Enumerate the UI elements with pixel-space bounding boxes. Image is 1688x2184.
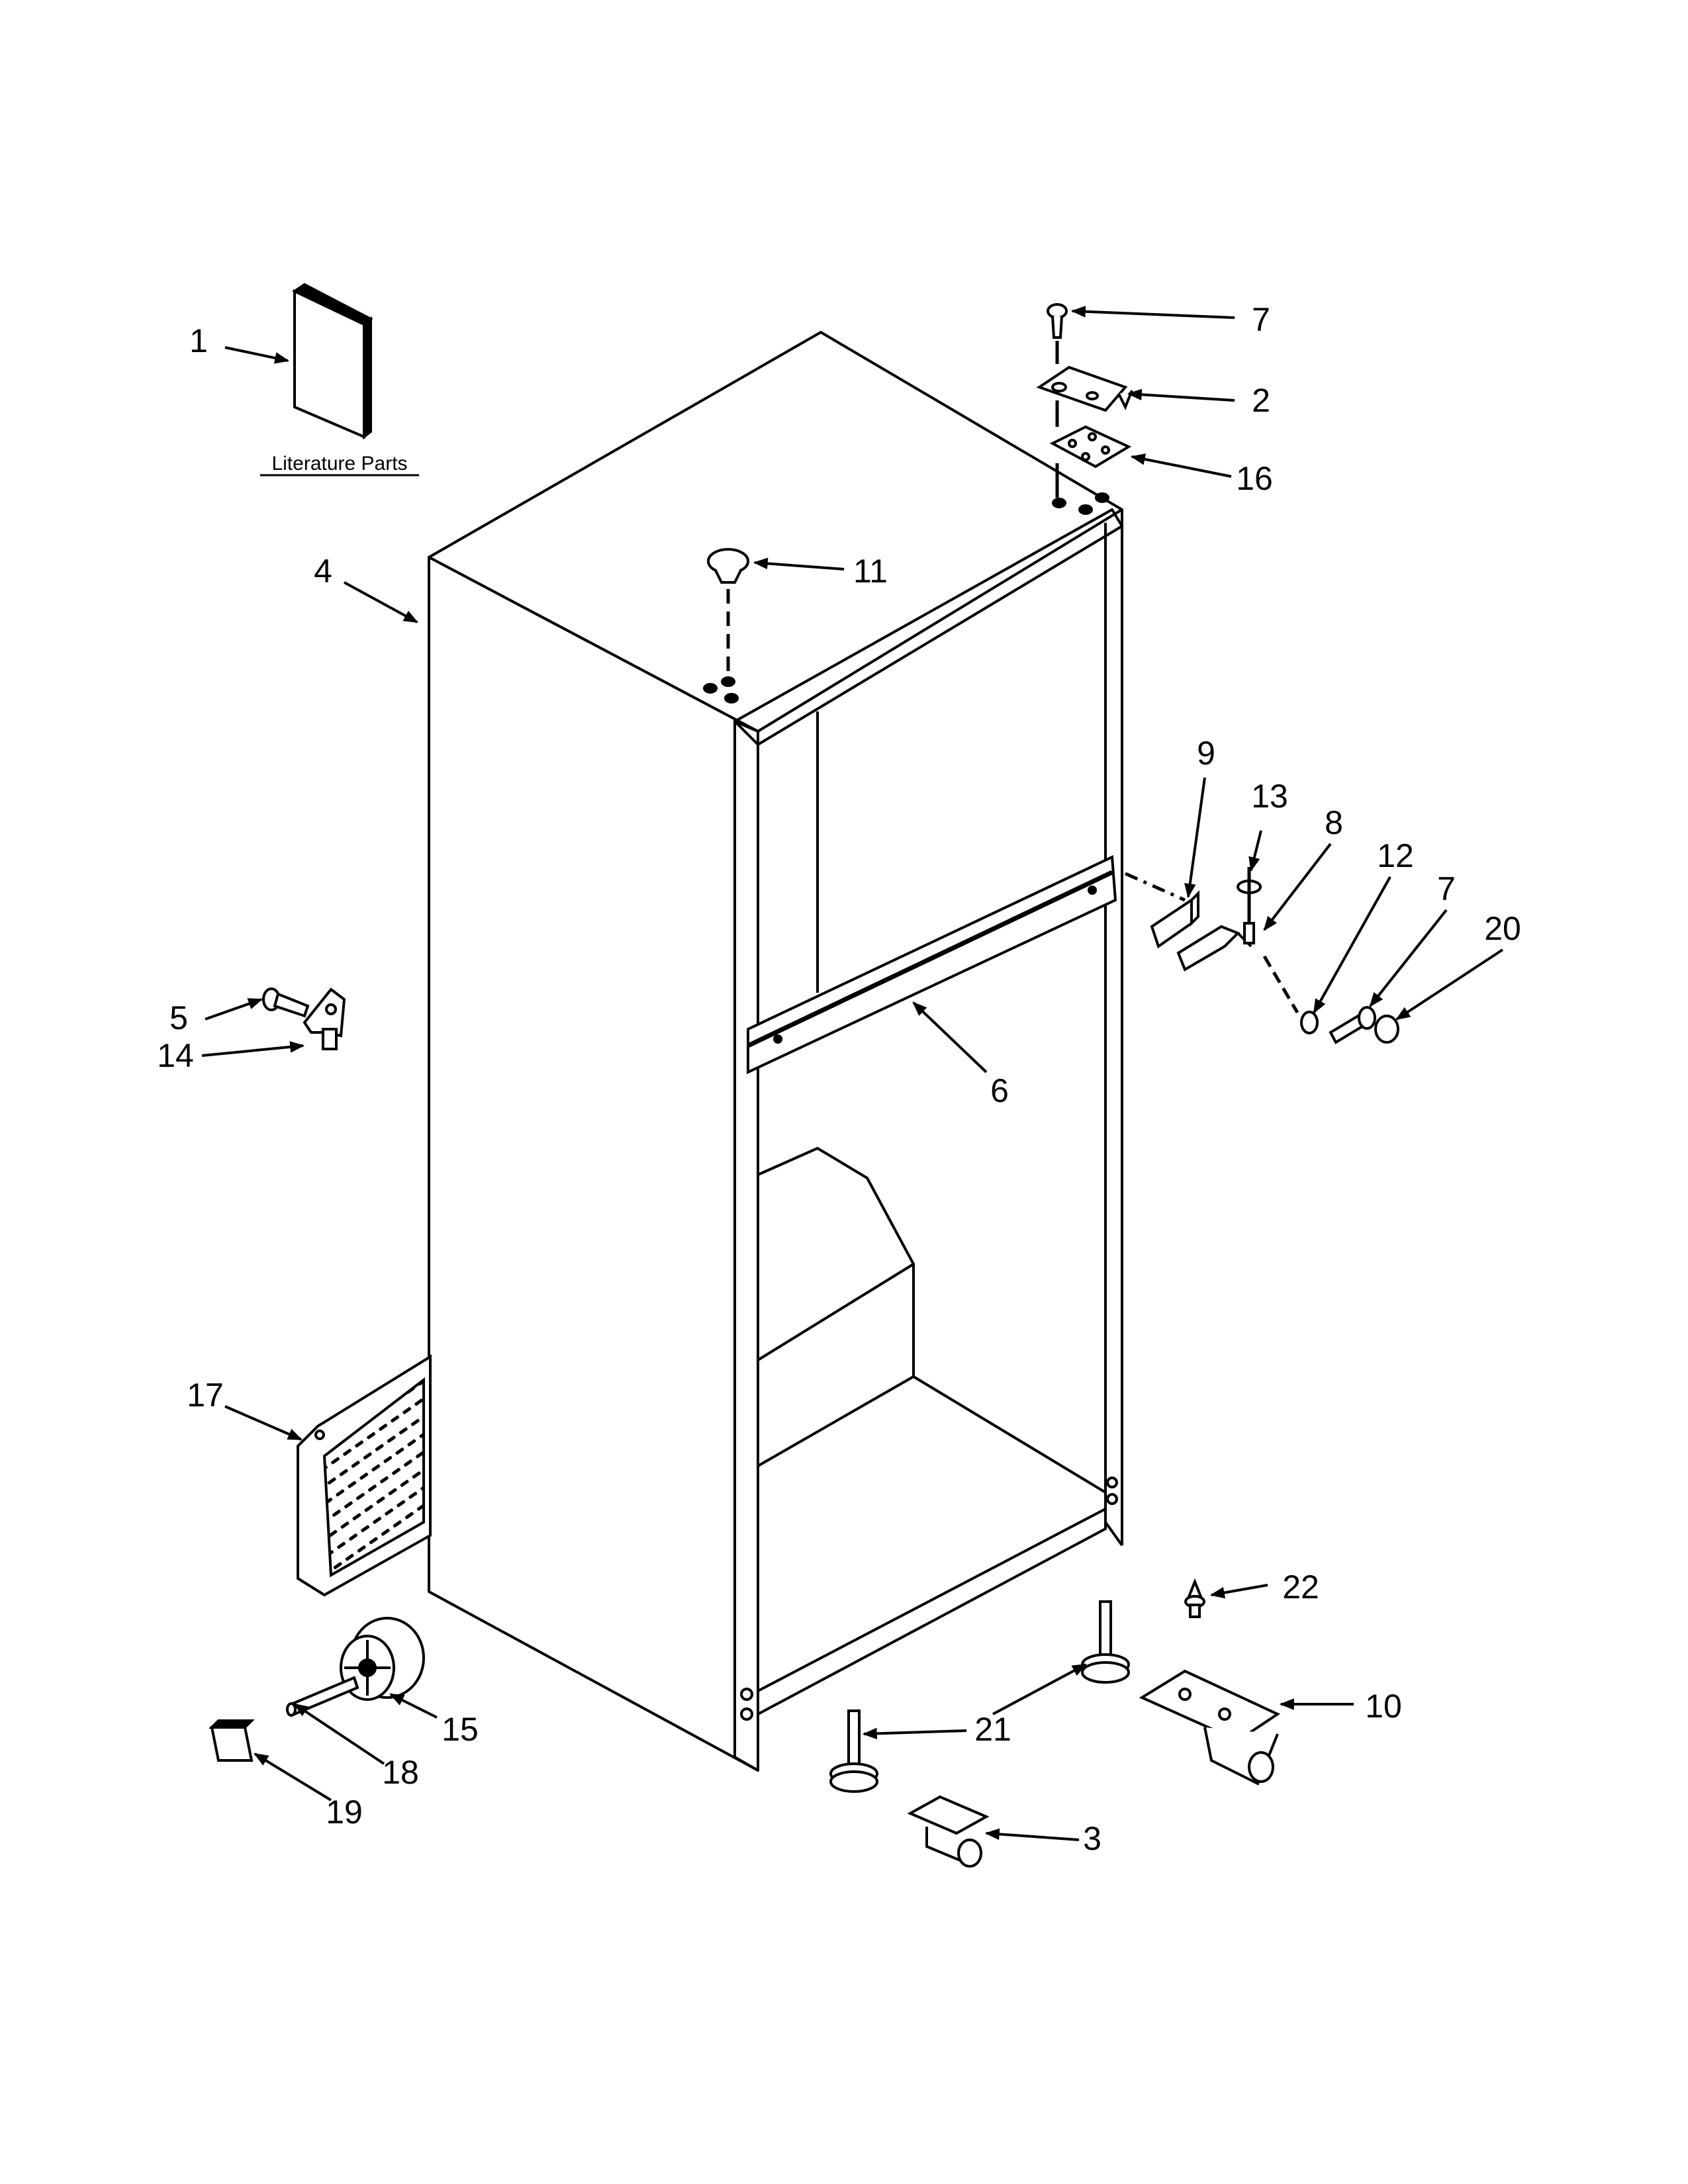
- callout-12: 12: [1377, 837, 1414, 874]
- center-crossbar: [748, 857, 1115, 1072]
- callout-leaders: [201, 306, 1504, 1841]
- callout-5: 5: [169, 999, 188, 1036]
- literature-parts-label: Literature Parts: [271, 453, 407, 475]
- callout-6: 6: [990, 1072, 1009, 1109]
- callout-19: 19: [326, 1794, 363, 1831]
- callout-1: 1: [189, 322, 208, 359]
- rear-access-panel: [298, 1357, 430, 1595]
- callout-16: 16: [1236, 460, 1273, 497]
- callout-7-center: 7: [1437, 870, 1456, 907]
- callout-4: 4: [314, 553, 332, 590]
- center-hinge-assembly: [1125, 867, 1398, 1042]
- cabinet-plug: [708, 549, 748, 678]
- cabinet: [429, 332, 1122, 1770]
- callout-17: 17: [187, 1377, 224, 1414]
- callout-10: 10: [1365, 1688, 1402, 1725]
- callout-8: 8: [1325, 804, 1343, 841]
- rear-roller: [212, 1618, 424, 1760]
- callout-22: 22: [1282, 1569, 1319, 1606]
- callout-15: 15: [442, 1711, 479, 1748]
- callout-21: 21: [974, 1711, 1011, 1748]
- top-hinge-assembly: [1039, 304, 1132, 498]
- callout-13: 13: [1251, 778, 1288, 815]
- callout-9: 9: [1197, 735, 1215, 772]
- callout-20: 20: [1484, 910, 1521, 947]
- callout-14: 14: [157, 1037, 194, 1074]
- callout-11: 11: [853, 553, 888, 590]
- callout-2: 2: [1252, 382, 1270, 419]
- literature-booklet: [295, 285, 371, 437]
- callout-7-top: 7: [1252, 301, 1270, 338]
- door-stop-bracket: [263, 989, 344, 1049]
- callout-3: 3: [1083, 1820, 1102, 1857]
- callout-numbers: 1 7 2 16 11 4 9 13 8 12 7 20 6 5 14 17 1…: [157, 301, 1521, 1857]
- callout-18: 18: [382, 1754, 419, 1791]
- front-levelers: [831, 1582, 1278, 1866]
